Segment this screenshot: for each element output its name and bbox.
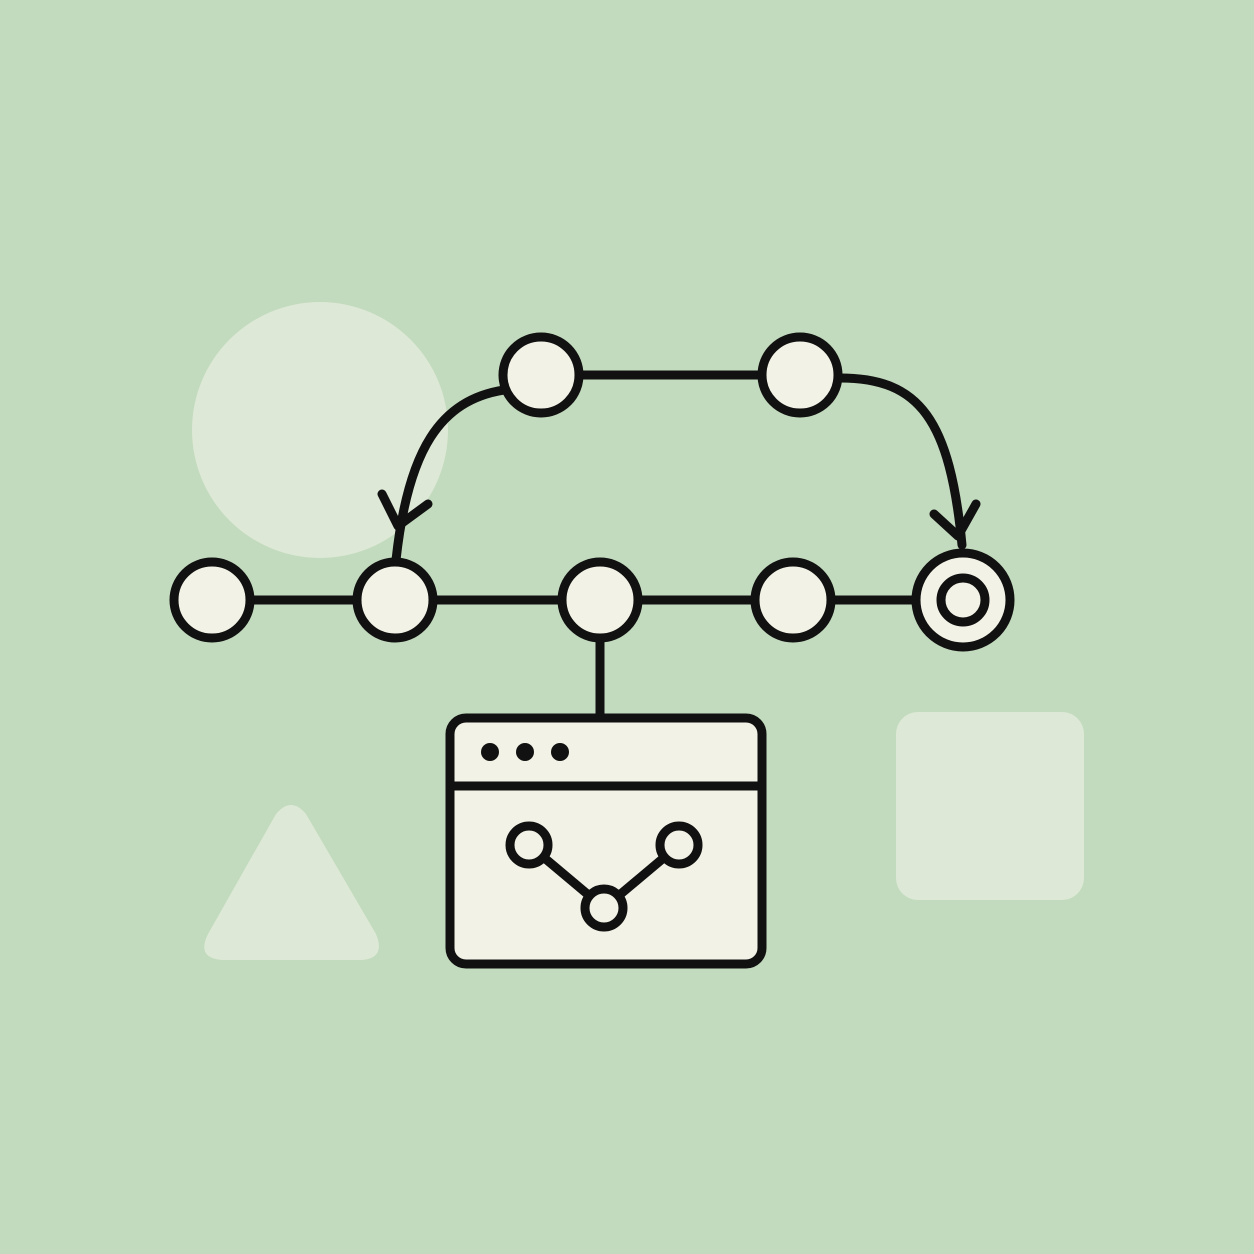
target-node-inner-ring xyxy=(936,573,990,627)
branch-node xyxy=(505,821,553,869)
graph-node xyxy=(169,557,255,643)
graph-nodes xyxy=(169,332,1015,652)
browser-window-icon xyxy=(445,713,767,969)
graph-node xyxy=(498,332,584,418)
background-square-shape xyxy=(896,712,1084,900)
browser-window-frame xyxy=(445,713,767,969)
window-dot xyxy=(551,743,569,761)
graph-node xyxy=(750,557,836,643)
graph-node xyxy=(352,557,438,643)
graph-node xyxy=(557,557,643,643)
window-dot xyxy=(481,743,499,761)
curved-arrow xyxy=(835,373,967,550)
branch-graph-icon xyxy=(505,821,703,932)
curved-arrow-head xyxy=(377,489,433,531)
branch-node xyxy=(580,884,628,932)
window-dots-icon xyxy=(481,743,569,761)
curved-arrow-head xyxy=(929,499,981,541)
background-shapes xyxy=(192,302,1084,960)
graph-node xyxy=(757,332,843,418)
background-triangle-shape xyxy=(204,805,379,960)
branch-node xyxy=(655,821,703,869)
window-dot xyxy=(516,743,534,761)
